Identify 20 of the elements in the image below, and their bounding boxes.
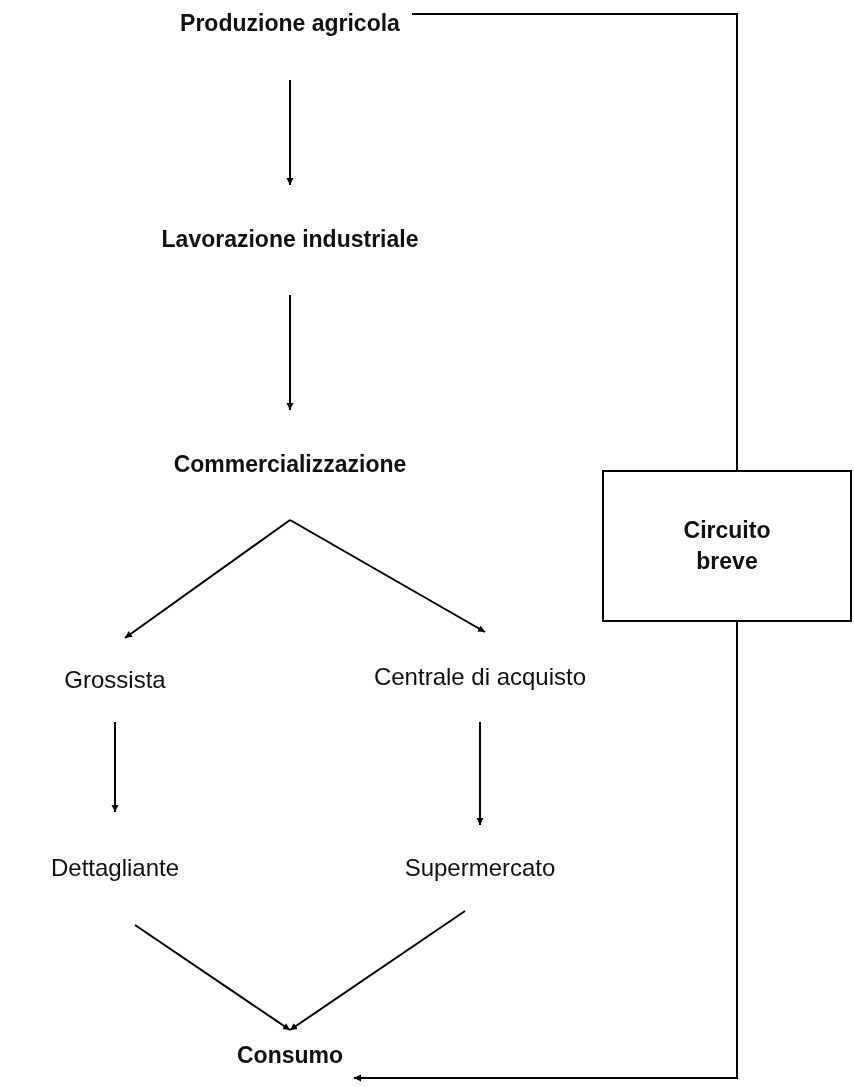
- arrow: [111, 721, 119, 813]
- arrow: [289, 519, 486, 633]
- stage-label: Dettagliante: [50, 853, 180, 884]
- arrow: [124, 519, 291, 639]
- process-box: [602, 470, 852, 622]
- stage-label: Grossista: [64, 664, 166, 695]
- box-label: Circuito breve: [682, 515, 772, 576]
- arrow: [289, 910, 466, 1031]
- connector-line: [411, 13, 738, 471]
- stage-label: Lavorazione industriale: [161, 225, 419, 255]
- arrow: [286, 79, 294, 186]
- arrow: [476, 721, 484, 826]
- arrow: [353, 621, 738, 1082]
- stage-label: Consumo: [236, 1041, 344, 1071]
- stage-label: Commercializzazione: [173, 450, 407, 480]
- stage-label: Produzione agricola: [180, 9, 400, 38]
- arrow: [134, 924, 291, 1031]
- arrow: [286, 294, 294, 411]
- stage-label: Supermercato: [404, 852, 556, 883]
- stage-label: Centrale di acquisto: [373, 661, 587, 692]
